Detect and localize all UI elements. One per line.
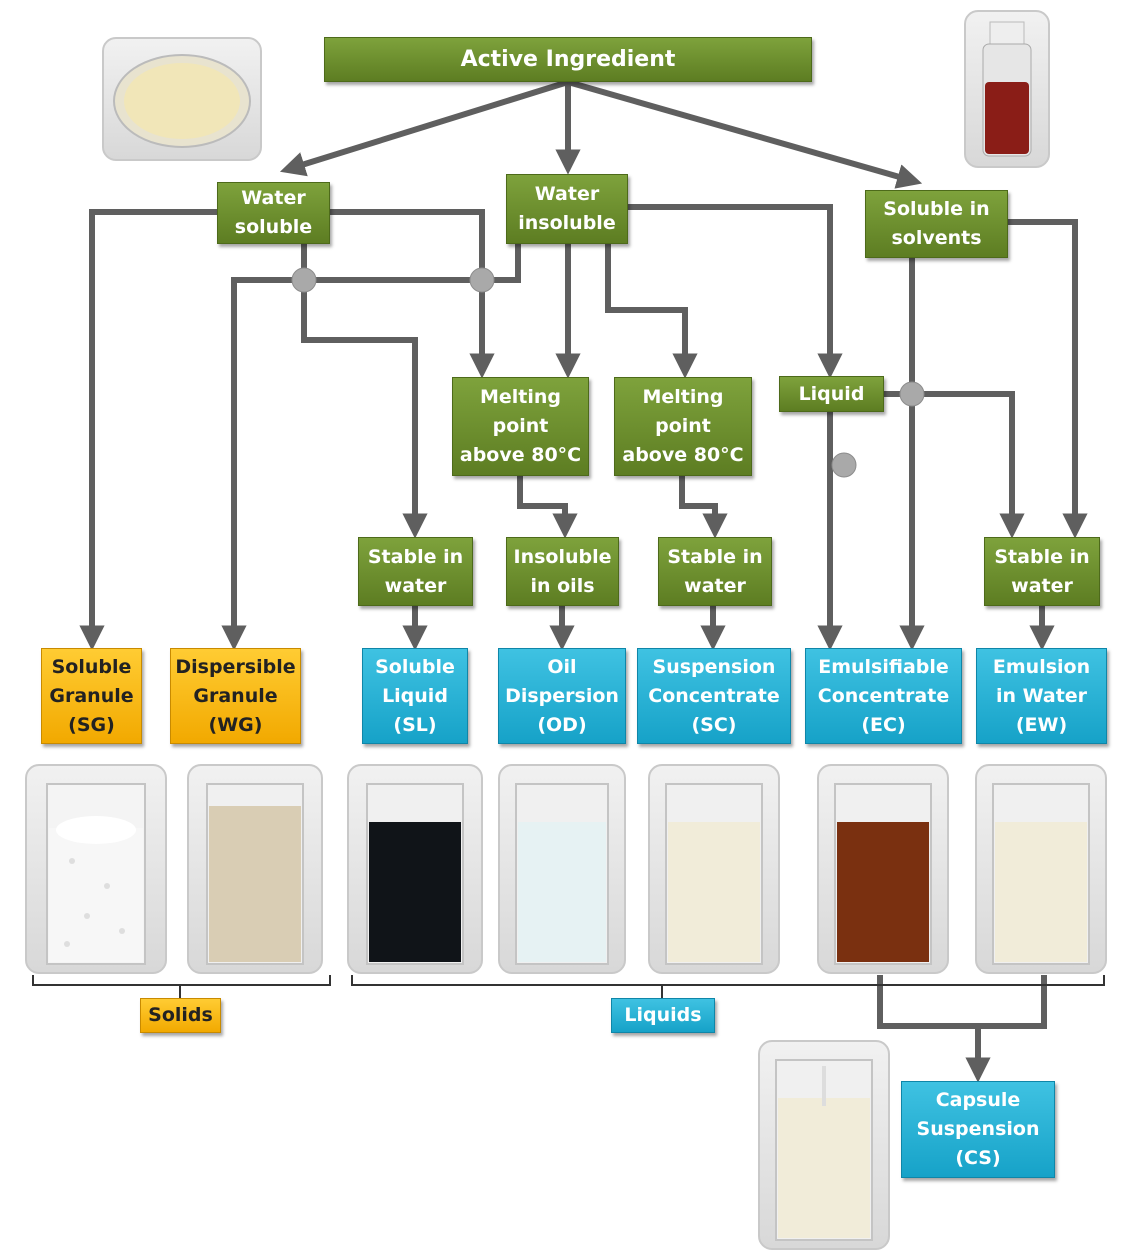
arrow-ai-to-water-soluble (279, 79, 569, 177)
beaker-photo-cs (758, 1040, 890, 1250)
powder-dish-photo (102, 37, 262, 161)
formulation-ew: Emulsion in Water (EW) (976, 648, 1107, 744)
formulation-ec: Emulsifiable Concentrate (EC) (805, 648, 962, 744)
formulation-sg: Soluble Granule (SG) (41, 648, 142, 744)
group-label-solids: Solids (140, 998, 221, 1033)
beaker-photo-ec (817, 764, 949, 974)
beaker-photo-sl (347, 764, 483, 974)
node-stable-in-water-1: Stable in water (358, 537, 473, 606)
formulation-sc: Suspension Concentrate (SC) (637, 648, 791, 744)
arrow-solvents-to-stable3 (1008, 219, 1088, 539)
arrow-wi-to-wg (221, 244, 521, 651)
node-insoluble-in-oils: Insoluble in oils (506, 537, 619, 606)
arrow-ws-to-stable1 (301, 244, 428, 539)
arrow-wi-to-melting2 (605, 244, 698, 379)
crossing-dot (291, 267, 317, 293)
group-label-liquids: Liquids (611, 998, 715, 1033)
active-ingredient-title: Active Ingredient (324, 37, 812, 82)
arrow-liquid-to-stable3 (884, 391, 1025, 539)
node-stable-in-water-3: Stable in water (984, 537, 1100, 606)
arrow-ws-to-sg (79, 209, 218, 651)
crossing-dot (899, 381, 925, 407)
node-water-insoluble: Water insoluble (506, 174, 628, 244)
crossing-dot (469, 267, 495, 293)
liquids-brace (351, 975, 1105, 998)
formulation-cs: Capsule Suspension (CS) (901, 1081, 1055, 1178)
beaker-photo-wg (187, 764, 323, 974)
beaker-photo-ew (975, 764, 1107, 974)
node-melting-point-2: Melting point above 80°C (614, 377, 752, 476)
node-soluble-in-solvents: Soluble in solvents (865, 190, 1008, 258)
beaker-photo-od (498, 764, 626, 974)
arrow-ai-to-soluble-in-solvents (567, 79, 923, 189)
beaker-photo-sg (25, 764, 167, 974)
arrow-ws-to-melting1 (330, 209, 495, 379)
node-stable-in-water-2: Stable in water (658, 537, 772, 606)
solids-brace (32, 975, 331, 998)
formulation-wg: Dispersible Granule (WG) (170, 648, 301, 744)
beaker-photo-sc (648, 764, 780, 974)
formulation-od: Oil Dispersion (OD) (498, 648, 626, 744)
crossing-dot (831, 452, 857, 478)
node-melting-point-1: Melting point above 80°C (452, 377, 589, 476)
node-liquid: Liquid (779, 376, 884, 412)
arrow-wi-to-liquid (628, 204, 843, 379)
formulation-sl: Soluble Liquid (SL) (362, 648, 468, 744)
red-liquid-vial-photo (964, 10, 1050, 168)
arrow-ec-ew-to-cs (877, 975, 1047, 1029)
node-water-soluble: Water soluble (217, 182, 330, 244)
arrow-melting1-to-insoluble-oils (517, 476, 578, 539)
arrow-melting2-to-stable2 (679, 476, 728, 539)
